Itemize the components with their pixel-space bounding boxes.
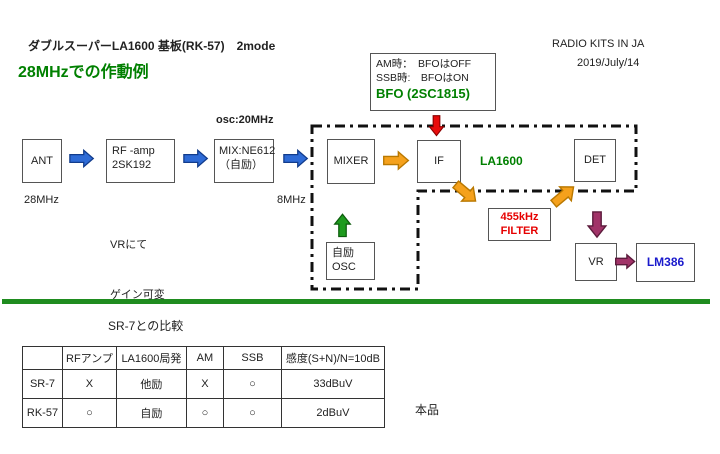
rf-amp-line1: RF -amp — [112, 145, 155, 157]
bfo-label: BFO (2SC1815) — [376, 86, 470, 102]
header-am: AM — [185, 346, 224, 370]
arrow-rf-to-mix-icon — [183, 147, 209, 170]
vr-box: VR — [575, 243, 617, 281]
filter-line2: FILTER — [500, 224, 539, 237]
header-ssb: SSB — [222, 346, 282, 370]
if-box: IF — [417, 140, 461, 183]
row-name: SR-7 — [22, 369, 63, 399]
arrow-osc-to-mixer-icon — [333, 211, 352, 239]
bfo-note-ssb: SSB時: BFOはON — [376, 72, 469, 85]
date-text: 2019/July/14 — [577, 57, 640, 69]
this-product-note: 本品 — [415, 403, 440, 417]
rf-amp-box: RF -amp 2SK192 — [106, 139, 175, 183]
cell-ssb: ○ — [222, 369, 282, 399]
osc-freq-label: osc:20MHz — [216, 114, 274, 126]
arrow-filter-to-det-icon — [545, 177, 582, 213]
cell-osc: 自励 — [115, 398, 187, 428]
cell-sensitivity: 33dBuV — [280, 369, 385, 399]
mixer-box: MIXER — [327, 139, 375, 184]
page-subtitle: 28MHzでの作動例 — [18, 64, 149, 81]
self-osc-line2: OSC — [332, 261, 356, 274]
filter-line1: 455kHz — [500, 210, 539, 223]
brand-text: RADIO KITS IN JA — [552, 38, 645, 50]
bfo-box: AM時： BFOはOFF SSB時: BFOはON BFO (2SC1815) — [370, 53, 496, 111]
mix-line2: （自励） — [219, 159, 263, 172]
mixer-label: MIXER — [333, 155, 369, 168]
vr-label: VR — [588, 255, 604, 268]
cell-am: ○ — [185, 398, 224, 428]
lm386-label: LM386 — [646, 254, 685, 269]
green-divider — [2, 299, 710, 304]
mix-box: MIX:NE612 （自励） — [214, 139, 276, 183]
row-name: RK-57 — [22, 398, 63, 428]
bfo-note-am: AM時： BFOはOFF — [376, 58, 472, 70]
cell-rf: X — [62, 369, 117, 399]
self-osc-box: 自励 OSC — [326, 242, 375, 280]
arrow-det-to-vr-icon — [586, 211, 608, 239]
if-freq-label: 8MHz — [277, 194, 306, 206]
rf-amp-line2: 2SK192 — [112, 159, 152, 172]
arrow-mixer-to-if-icon — [382, 150, 411, 171]
filter-box: 455kHz FILTER — [488, 208, 551, 241]
arrow-ant-to-rf-icon — [69, 147, 95, 170]
det-label: DET — [584, 154, 606, 167]
ant-box: ANT — [22, 139, 62, 183]
header-la1600-osc: LA1600局発 — [115, 346, 187, 370]
header-rf-amp: RFアンプ — [62, 346, 117, 370]
table-row-rk57: RK-57 ○ 自励 ○ ○ 2dBuV — [22, 398, 385, 428]
ant-freq-label: 28MHz — [24, 194, 59, 206]
la1600-chip-label: LA1600 — [480, 154, 523, 168]
arrow-vr-to-amp-icon — [615, 253, 636, 270]
page-title: ダブルスーパーLA1600 基板(RK-57) 2mode — [28, 39, 276, 53]
table-row-sr7: SR-7 X 他励 X ○ 33dBuV — [22, 369, 385, 399]
arrow-bfo-to-if-icon — [428, 113, 445, 139]
mix-line1: MIX:NE612 — [219, 145, 276, 157]
rf-gain-note: VRにて ゲイン可変 — [110, 204, 165, 336]
rf-gain-note-line1: VRにて — [110, 239, 148, 251]
if-label: IF — [434, 155, 444, 168]
ant-label: ANT — [31, 154, 53, 167]
cell-sensitivity: 2dBuV — [280, 398, 385, 428]
det-box: DET — [574, 139, 616, 182]
cell-osc: 他励 — [115, 369, 187, 399]
cell-ssb: ○ — [222, 398, 282, 428]
rf-gain-note-line2: ゲイン可変 — [110, 288, 165, 301]
lm386-box: LM386 — [636, 243, 695, 282]
comparison-title: SR-7との比較 — [108, 319, 184, 333]
header-sensitivity: 感度(S+N)/N=10dB — [280, 346, 385, 370]
comparison-table: RFアンプ LA1600局発 AM SSB 感度(S+N)/N=10dB SR-… — [22, 346, 385, 428]
self-osc-line1: 自励 — [332, 247, 354, 259]
cell-am: X — [185, 369, 224, 399]
header-blank — [22, 346, 63, 370]
arrow-mix-to-mixer-icon — [283, 147, 309, 170]
table-header-row: RFアンプ LA1600局発 AM SSB 感度(S+N)/N=10dB — [22, 346, 385, 370]
cell-rf: ○ — [62, 398, 117, 428]
